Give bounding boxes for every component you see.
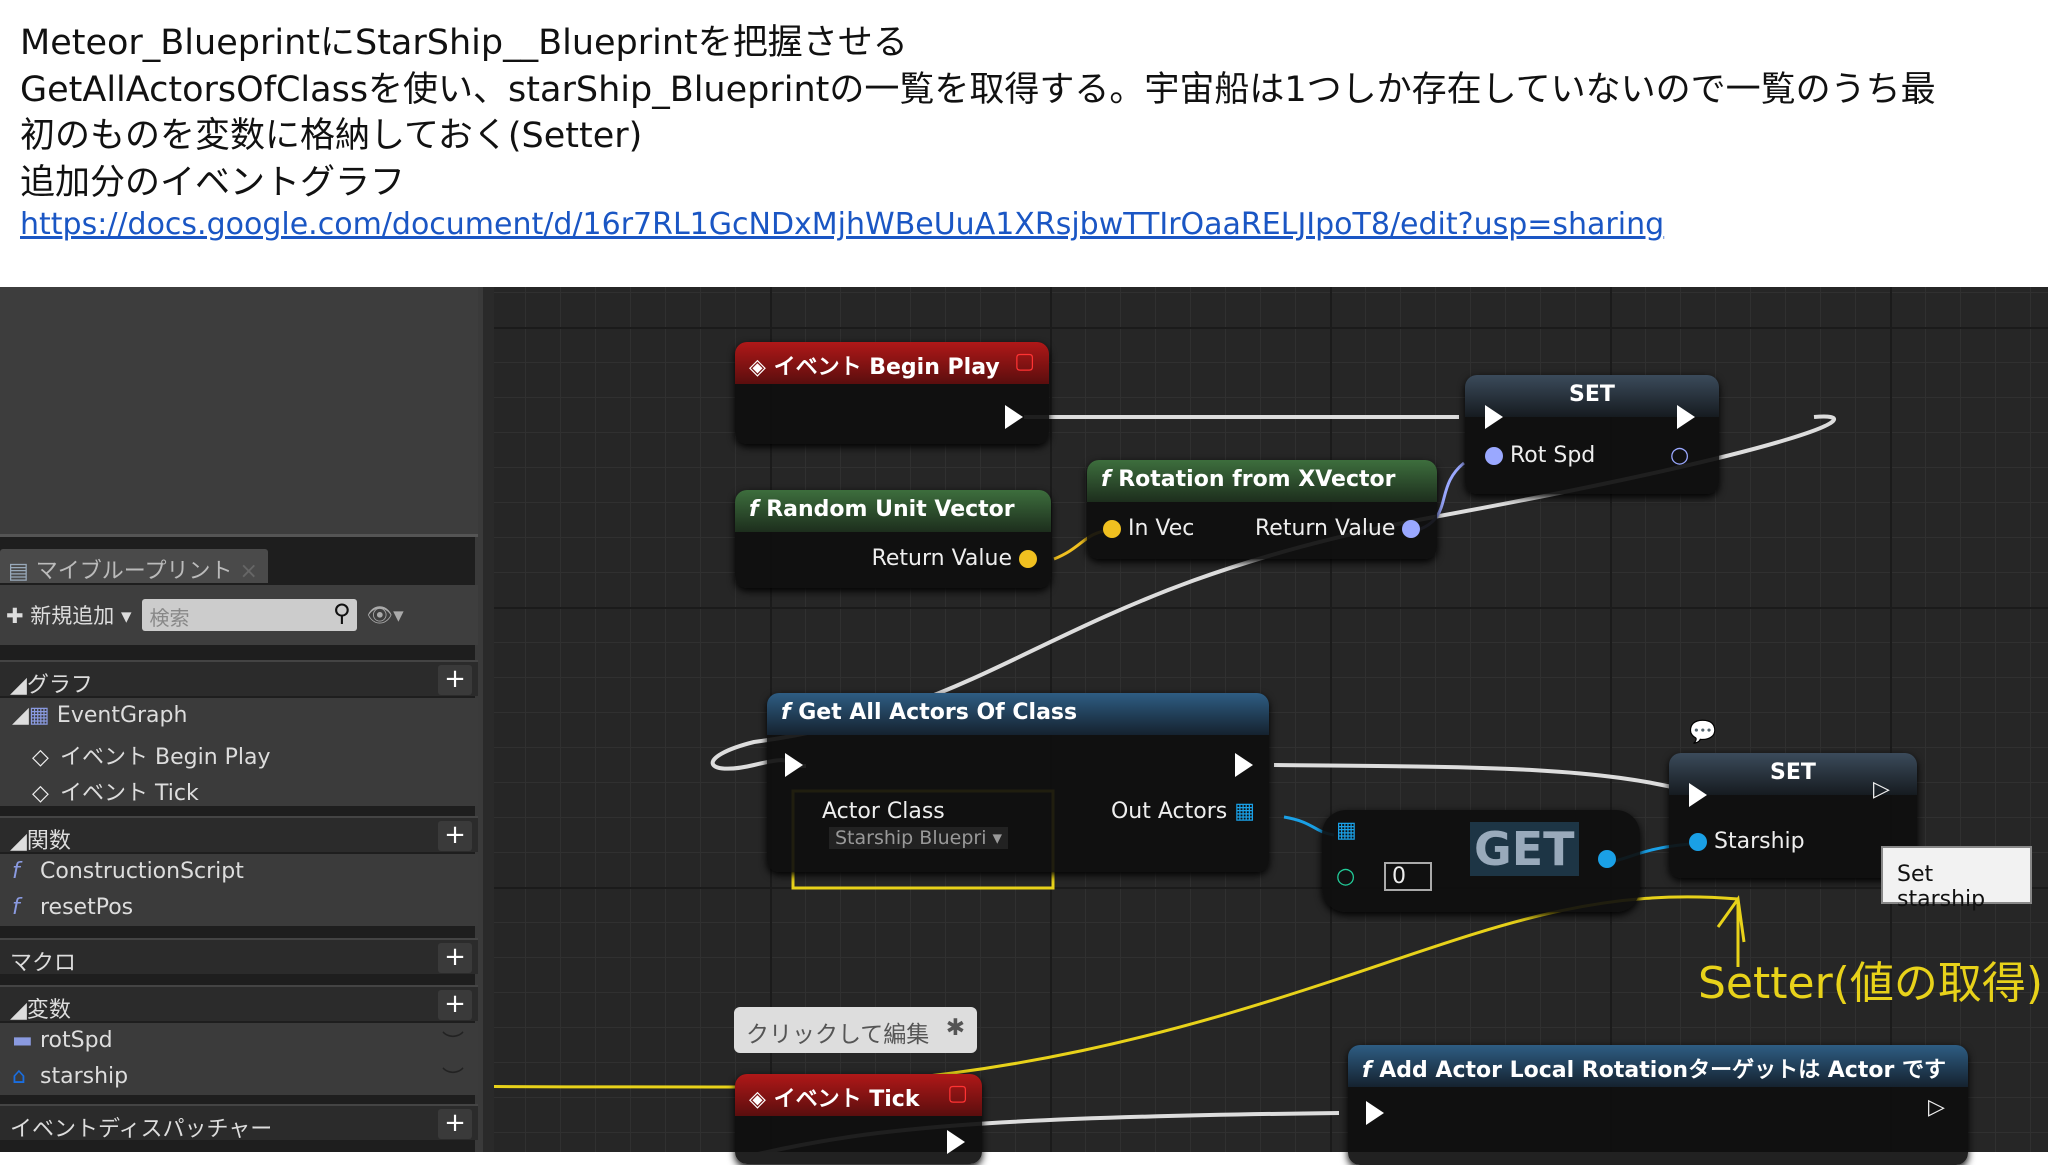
doc-link[interactable]: https://docs.google.com/document/d/16r7R… <box>20 207 1665 242</box>
book-icon: ▤ <box>8 559 36 584</box>
exec-out-pin[interactable]: ▷ <box>1928 1095 1945 1120</box>
section-macros[interactable]: マクロ+ <box>0 938 478 976</box>
get-title: GET <box>1470 822 1579 876</box>
index-pin[interactable]: ○ <box>1336 864 1356 889</box>
list-item-begin-play[interactable]: ◇イベント Begin Play <box>0 734 478 770</box>
pin-icon[interactable]: ✱ <box>945 1015 965 1041</box>
exec-out-pin[interactable] <box>1005 405 1023 429</box>
tooltip: Set starship <box>1881 846 2032 912</box>
array-pin-icon[interactable]: ▦ <box>1336 818 1357 843</box>
function-icon: f <box>12 859 20 884</box>
event-icon: ◈ <box>749 1087 774 1112</box>
exec-wire <box>1273 763 1695 794</box>
in-vec-pin[interactable]: In Vec <box>1103 516 1194 541</box>
section-graph[interactable]: ◢グラフ+ <box>0 660 478 698</box>
notes-text: Meteor_BlueprintにStarShip__Blueprintを把握さ… <box>20 20 2020 249</box>
comment-icon[interactable]: 💬 <box>1689 720 1717 745</box>
add-variable-button[interactable]: + <box>438 990 472 1020</box>
exec-out-pin[interactable] <box>1235 753 1253 777</box>
note-line: 追加分のイベントグラフ <box>20 162 406 203</box>
event-graph-canvas[interactable]: ◈ イベント Begin Play▢ SET Rot Spd ○ f Rotat… <box>494 287 2048 1165</box>
annotation-label: Setter(値の取得) <box>1698 958 2043 1009</box>
node-rotation-from-xvector[interactable]: f Rotation from XVector In Vec Return Va… <box>1087 460 1437 559</box>
visibility-icon[interactable]: ︶ <box>441 1067 464 1092</box>
exec-wire <box>710 414 1837 771</box>
panel-area <box>0 287 478 537</box>
tab-my-blueprint[interactable]: ▤ マイブループリント × <box>0 549 268 584</box>
function-icon: f <box>1362 1058 1380 1083</box>
event-icon: ◇ <box>32 781 49 806</box>
node-get-all-actors-of-class[interactable]: f Get All Actors Of Class Actor Class St… <box>767 693 1269 872</box>
blueprint-editor: ▤ マイブループリント × ✚ 新規追加 ▾ 検索⚲ 👁▾ ◢グラフ+ ◢▦Ev… <box>0 287 2048 1165</box>
wires <box>494 414 1837 1152</box>
output-pin[interactable] <box>1598 846 1616 871</box>
graph-icon: ▦ <box>28 703 50 728</box>
close-icon[interactable]: × <box>232 559 258 584</box>
function-icon: f <box>749 497 767 522</box>
exec-out-pin[interactable]: ▷ <box>1873 777 1890 802</box>
arrow-head <box>1716 895 1746 967</box>
node-set-starship[interactable]: SET ▷ Starship <box>1669 753 1917 878</box>
starship-pin[interactable]: Starship <box>1689 829 1805 854</box>
visibility-icon[interactable]: ︶ <box>441 1031 464 1056</box>
delegate-pin[interactable]: ▢ <box>1014 349 1035 374</box>
delegate-pin[interactable]: ▢ <box>947 1081 968 1106</box>
actor-class-dropdown[interactable]: Starship Bluepri ▾ <box>829 827 1009 849</box>
node-event-begin-play[interactable]: ◈ イベント Begin Play▢ <box>735 342 1049 444</box>
rotator-pin-icon <box>1485 447 1503 465</box>
exec-in-pin[interactable] <box>1689 783 1707 807</box>
node-set-rotspd[interactable]: SET Rot Spd ○ <box>1465 375 1719 494</box>
note-line: Meteor_BlueprintにStarShip__Blueprintを把握さ… <box>20 23 908 63</box>
list-item-tick[interactable]: ◇イベント Tick <box>0 770 478 806</box>
section-event-dispatchers[interactable]: イベントディスパッチャー+ <box>0 1104 478 1142</box>
return-value-pin[interactable]: Return Value <box>872 546 1037 571</box>
exec-out-pin[interactable] <box>947 1130 965 1154</box>
add-macro-button[interactable]: + <box>438 943 472 973</box>
rotspd-out-pin[interactable]: ○ <box>1670 443 1690 468</box>
array-pin-icon: ▦ <box>1234 799 1255 824</box>
event-icon: ◇ <box>32 745 49 770</box>
function-icon: f <box>781 700 799 725</box>
view-options-button[interactable]: 👁▾ <box>366 602 404 627</box>
add-new-button[interactable]: ✚ 新規追加 ▾ <box>6 604 132 628</box>
out-actors-pin[interactable]: Out Actors ▦ <box>1110 799 1255 824</box>
object-variable-icon: ⌂ <box>12 1064 26 1089</box>
search-input[interactable]: 検索⚲ <box>141 599 357 631</box>
exec-in-pin[interactable] <box>785 753 803 777</box>
rotspd-pin[interactable]: Rot Spd <box>1485 443 1595 468</box>
exec-in-pin[interactable] <box>1485 405 1503 429</box>
function-icon: f <box>1101 467 1119 492</box>
actor-class-label: Actor Class <box>822 799 945 824</box>
node-random-unit-vector[interactable]: f Random Unit Vector Return Value <box>735 490 1051 588</box>
plus-icon: ✚ <box>6 604 24 628</box>
function-icon: f <box>12 895 20 920</box>
comment-bubble[interactable]: クリックして編集✱ <box>734 1007 977 1053</box>
node-get-array-item[interactable]: ▦ GET ○ 0 <box>1322 810 1640 912</box>
node-event-tick[interactable]: ◈ イベント Tick▢ <box>735 1074 982 1164</box>
exec-out-pin[interactable] <box>1677 405 1695 429</box>
section-functions[interactable]: ◢関数+ <box>0 816 478 854</box>
add-dispatcher-button[interactable]: + <box>438 1109 472 1139</box>
add-function-button[interactable]: + <box>438 821 472 851</box>
index-input[interactable]: 0 <box>1384 862 1432 891</box>
list-item-starship[interactable]: ⌂starship︶ <box>0 1059 478 1095</box>
list-item-rotspd[interactable]: ▬rotSpd︶ <box>0 1023 478 1059</box>
exec-in-pin[interactable] <box>1366 1101 1384 1125</box>
my-blueprint-panel: ▤ マイブループリント × ✚ 新規追加 ▾ 検索⚲ 👁▾ ◢グラフ+ ◢▦Ev… <box>0 287 483 1152</box>
return-value-pin[interactable]: Return Value <box>1255 516 1421 541</box>
section-variables[interactable]: ◢変数+ <box>0 985 478 1023</box>
list-item-eventgraph[interactable]: ◢▦EventGraph <box>0 698 478 734</box>
annotation-arrow <box>494 895 1739 1089</box>
note-line: 初のものを変数に格納しておく(Setter) <box>20 116 643 156</box>
float-variable-icon: ▬ <box>12 1028 33 1053</box>
node-add-actor-local-rotation[interactable]: f Add Actor Local Rotationターゲットは Actor で… <box>1348 1045 1968 1165</box>
panel-toolbar: ✚ 新規追加 ▾ 検索⚲ 👁▾ <box>0 585 478 645</box>
note-line: GetAllActorsOfClassを使い、starShip_Blueprin… <box>20 69 1936 110</box>
add-graph-button[interactable]: + <box>438 665 472 695</box>
event-icon: ◈ <box>749 355 774 380</box>
search-icon: ⚲ <box>332 599 351 627</box>
